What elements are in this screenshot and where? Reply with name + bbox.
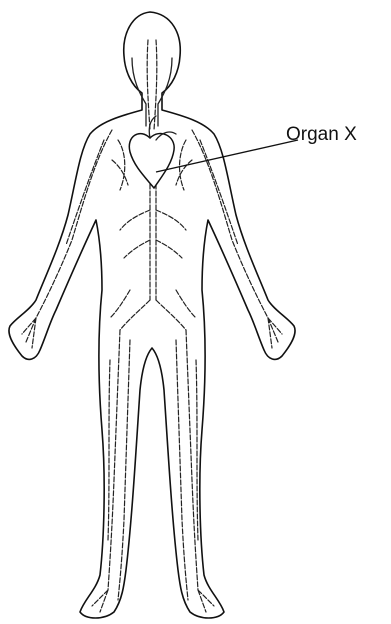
vessel-abdomen-right bbox=[156, 210, 186, 258]
vessel-leg-right-3 bbox=[196, 360, 198, 540]
vessel-chest-left bbox=[112, 140, 128, 190]
vessel-leg-right-2 bbox=[176, 340, 188, 600]
organ-x-leader-line bbox=[156, 140, 298, 172]
vessel-leg-left-2 bbox=[118, 340, 130, 600]
vessel-leg-left-3 bbox=[108, 360, 110, 540]
vessel-neck-left bbox=[147, 40, 150, 130]
vessel-pelvis-left bbox=[110, 290, 150, 330]
vessel-abdomen-left bbox=[120, 210, 150, 258]
body-outline bbox=[9, 12, 295, 618]
vessel-hand-left bbox=[22, 318, 36, 348]
inner-contour-right bbox=[158, 58, 172, 126]
vessel-pelvis-right bbox=[156, 290, 196, 330]
organ-x-heart bbox=[129, 134, 174, 188]
vessel-arm-right bbox=[192, 130, 268, 318]
organ-x-label: Organ X bbox=[286, 124, 357, 145]
vessel-hand-right bbox=[268, 318, 282, 348]
vessel-foot-left bbox=[92, 590, 108, 612]
inner-contour-left bbox=[132, 58, 146, 126]
vessel-foot-right bbox=[198, 590, 214, 612]
vessel-arm-left bbox=[36, 130, 112, 318]
